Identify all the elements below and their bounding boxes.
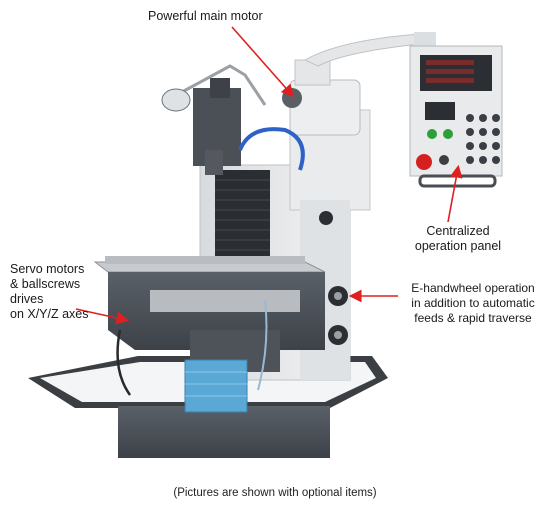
work-lamp xyxy=(161,64,267,112)
label-handwheel: E-handwheel operation in addition to aut… xyxy=(398,281,548,326)
label-main-motor: Powerful main motor xyxy=(148,9,263,23)
spindle-head xyxy=(193,78,241,175)
handwheels xyxy=(319,211,348,345)
label-panel-line1: Centralized xyxy=(426,224,490,238)
operation-panel xyxy=(409,45,503,188)
label-servo-line1: Servo motors xyxy=(10,262,85,276)
label-handwheel-line1: E-handwheel operation xyxy=(411,281,535,295)
label-operation-panel: Centralized operation panel xyxy=(402,224,514,254)
label-handwheel-line3: feeds & rapid traverse xyxy=(414,311,532,325)
label-servo-line2: & ballscrews drives xyxy=(10,277,81,306)
vertical-bellows xyxy=(215,170,270,265)
label-panel-line2: operation panel xyxy=(414,239,502,253)
arrow-main-motor xyxy=(231,26,295,98)
pendant-arm xyxy=(303,32,436,67)
servo-cable xyxy=(116,329,132,396)
main-motor xyxy=(282,59,361,136)
y-axis-bellows xyxy=(184,359,248,413)
label-handwheel-line2: in addition to automatic xyxy=(411,296,535,310)
arrow-servo-motors xyxy=(75,308,130,325)
label-servo-line3: on X/Y/Z axes xyxy=(10,307,89,321)
footnote: (Pictures are shown with optional items) xyxy=(173,487,377,499)
coolant-hose xyxy=(238,127,305,171)
label-servo-motors: Servo motors & ballscrews drives on X/Y/… xyxy=(10,262,115,322)
coolant-line xyxy=(257,299,268,391)
arrow-operation-panel xyxy=(447,164,463,223)
